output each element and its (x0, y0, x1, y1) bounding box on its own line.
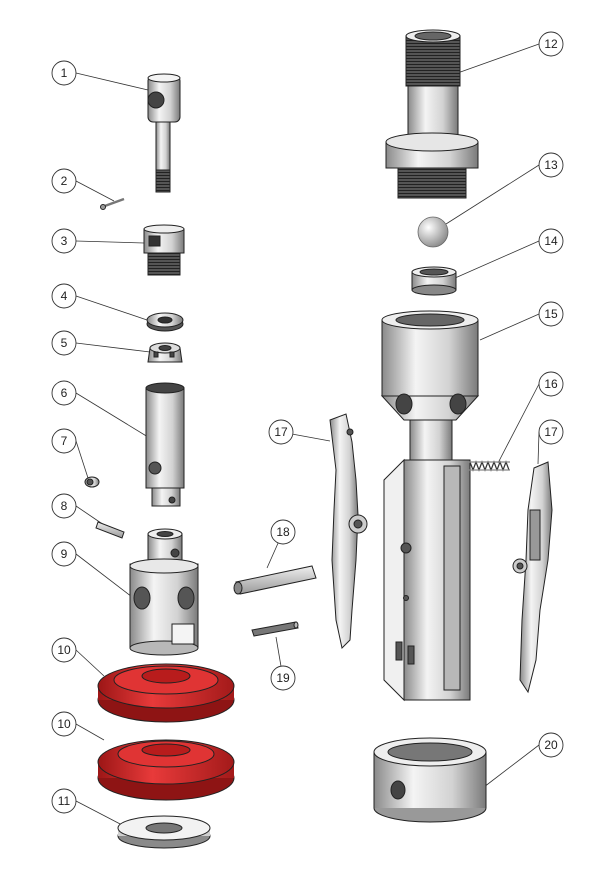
part-8-dowel (95, 521, 125, 539)
callout-circle (538, 228, 564, 254)
callout-circle (538, 419, 564, 445)
callout-circle (51, 428, 77, 454)
callout-number: 7 (61, 434, 68, 448)
callout-circle (51, 168, 77, 194)
part-2-cotter-pin (100, 197, 125, 210)
part-15-main-housing (380, 310, 480, 702)
callout-1: 1 (51, 60, 77, 86)
callout-circle (51, 711, 77, 737)
part-1-eye-bolt (147, 73, 181, 193)
callout-circle (51, 228, 77, 254)
callout-13: 13 (538, 152, 564, 178)
callout-3: 3 (51, 228, 77, 254)
callout-number: 3 (61, 234, 68, 248)
callout-number: 16 (544, 377, 558, 391)
part-9-body (129, 528, 199, 656)
callout-circle (268, 419, 294, 445)
callout-circle (51, 60, 77, 86)
callout-12: 12 (538, 31, 564, 57)
callout-circle (538, 371, 564, 397)
callout-circle (538, 152, 564, 178)
callout-number: 17 (274, 425, 288, 439)
callout-2: 2 (51, 168, 77, 194)
callout-8: 8 (51, 493, 77, 519)
callout-5: 5 (51, 330, 77, 356)
part-14-ring (411, 266, 457, 296)
leader-lines (75, 43, 540, 827)
callout-number: 19 (276, 671, 290, 685)
part-18-long-pin (233, 565, 317, 595)
callout-circle (51, 283, 77, 309)
callout-circle (51, 380, 77, 406)
callout-circle (51, 330, 77, 356)
part-17-jaw-left (329, 413, 368, 650)
callout-4: 4 (51, 283, 77, 309)
callout-circle (51, 637, 77, 663)
part-17-jaw-right (512, 461, 553, 694)
callout-14: 14 (538, 228, 564, 254)
callout-circle (270, 665, 296, 691)
part-4-washer (146, 312, 184, 332)
callout-20: 20 (538, 732, 564, 758)
part-7-plug (84, 476, 100, 488)
callout-number: 10 (57, 643, 71, 657)
part-16-spring (468, 460, 510, 472)
callout-number: 5 (61, 336, 68, 350)
part-11-flat-washer (117, 815, 211, 849)
part-3-threaded-bushing (143, 224, 185, 276)
callout-number: 17 (544, 425, 558, 439)
callout-6: 6 (51, 380, 77, 406)
part-13-ball (417, 216, 449, 248)
callout-17a: 17 (268, 419, 294, 445)
callout-circle (51, 493, 77, 519)
part-19-short-pin (251, 621, 299, 637)
callout-circle (538, 301, 564, 327)
callout-number: 12 (544, 37, 558, 51)
callout-number: 11 (58, 794, 71, 808)
callout-17b: 17 (538, 419, 564, 445)
callout-10b: 10 (51, 711, 77, 737)
part-12-threaded-adapter (385, 29, 479, 199)
callout-circle (538, 31, 564, 57)
callout-15: 15 (538, 301, 564, 327)
callout-11: 11 (51, 788, 77, 814)
callout-number: 1 (61, 66, 68, 80)
callout-circle (51, 788, 77, 814)
callout-7: 7 (51, 428, 77, 454)
callout-number: 9 (61, 547, 68, 561)
callout-number: 6 (61, 386, 68, 400)
callout-number: 4 (61, 289, 68, 303)
part-20-collar (373, 737, 487, 823)
callout-16: 16 (538, 371, 564, 397)
callout-10a: 10 (51, 637, 77, 663)
callout-number: 13 (544, 158, 558, 172)
callout-9: 9 (51, 541, 77, 567)
callout-number: 14 (544, 234, 558, 248)
part-6-tube (145, 382, 185, 507)
callout-19: 19 (270, 665, 296, 691)
callout-number: 15 (544, 307, 558, 321)
callout-number: 2 (61, 174, 68, 188)
part-10-seal-upper (97, 663, 235, 723)
callout-number: 18 (276, 525, 290, 539)
callout-circle (538, 732, 564, 758)
part-10-seal-lower (97, 739, 235, 801)
part-5-castle-nut (147, 342, 183, 363)
callout-18: 18 (270, 519, 296, 545)
callout-number: 20 (544, 738, 558, 752)
callout-number: 8 (61, 499, 68, 513)
callout-circle (51, 541, 77, 567)
callout-number: 10 (57, 717, 71, 731)
callout-circle (270, 519, 296, 545)
